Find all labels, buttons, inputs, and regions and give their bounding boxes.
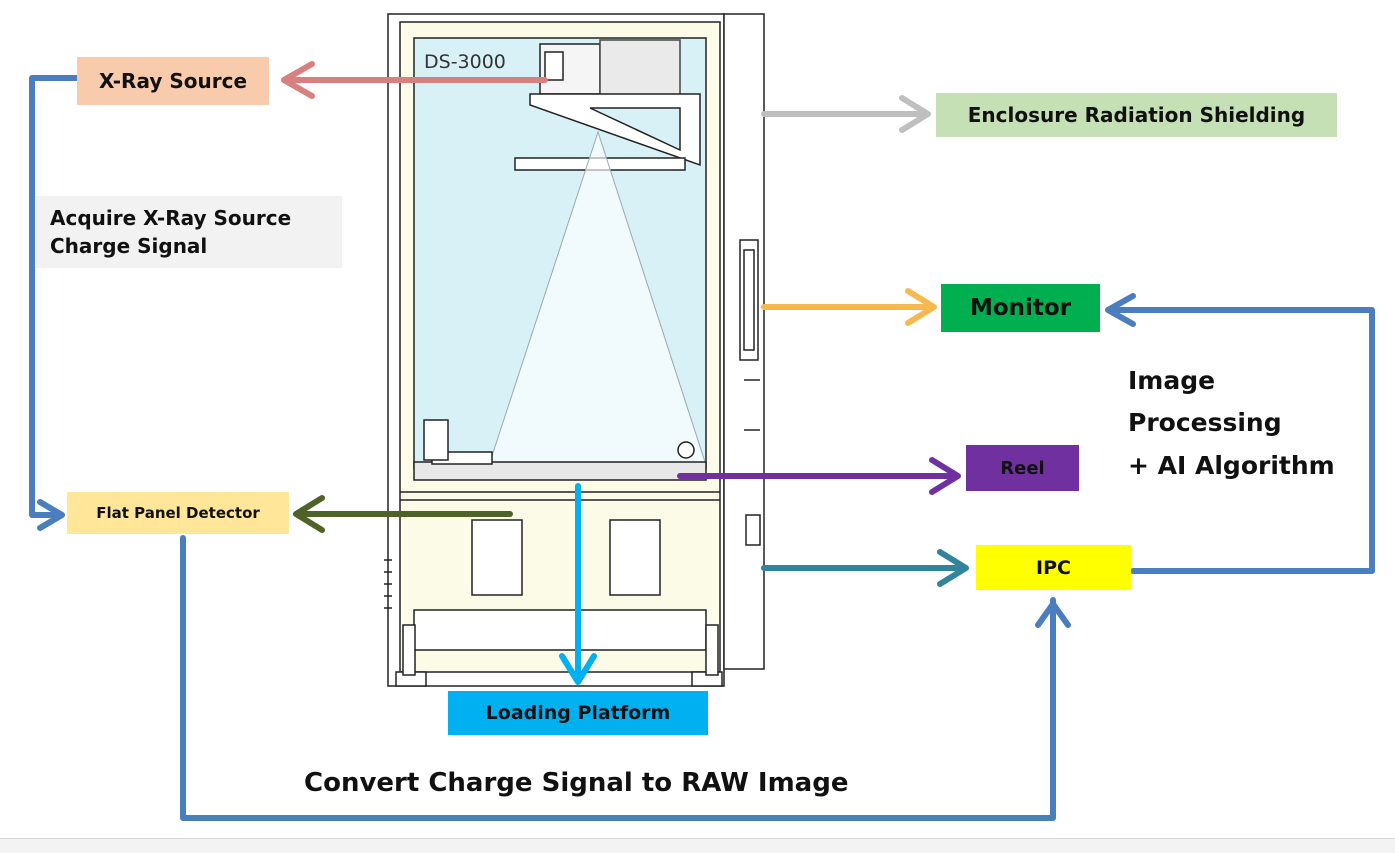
acquire-line-1: Acquire X-Ray Source <box>50 206 292 230</box>
monitor-box: Monitor <box>941 284 1100 332</box>
arrow-to-monitor-head <box>905 288 937 326</box>
xray-source-box: X-Ray Source <box>77 57 269 105</box>
processing-line-2: Processing <box>1128 408 1282 437</box>
arrow-to-reel-head <box>929 457 961 495</box>
arrow-to-ipc-head <box>937 549 969 587</box>
processing-line-1: Image <box>1128 366 1216 395</box>
shielding-box: Enclosure Radiation Shielding <box>936 93 1337 137</box>
acquire-line-2: Charge Signal <box>50 234 208 258</box>
loading-platform-box: Loading Platform <box>448 691 708 735</box>
machine-model-label: DS-3000 <box>424 51 506 73</box>
arrow-to-flat-panel-head <box>293 495 325 533</box>
arrow-to-loading-platform-head <box>559 653 597 685</box>
loop-lines <box>29 75 1375 821</box>
convert-annotation: Convert Charge Signal to RAW Image <box>304 768 849 798</box>
arrow-to-shielding-head <box>899 95 931 133</box>
flat-panel-detector-box: Flat Panel Detector <box>67 492 289 534</box>
component-arrows <box>281 61 969 685</box>
ipc-box: IPC <box>976 545 1131 590</box>
bottom-border <box>0 838 1395 853</box>
reel-box: Reel <box>966 445 1079 491</box>
acquire-annotation: Acquire X-Ray Source Charge Signal <box>36 196 342 268</box>
machine-illustration <box>384 13 765 687</box>
arrow-to-xray-source-head <box>281 61 315 99</box>
processing-line-3: + AI Algorithm <box>1128 451 1335 480</box>
